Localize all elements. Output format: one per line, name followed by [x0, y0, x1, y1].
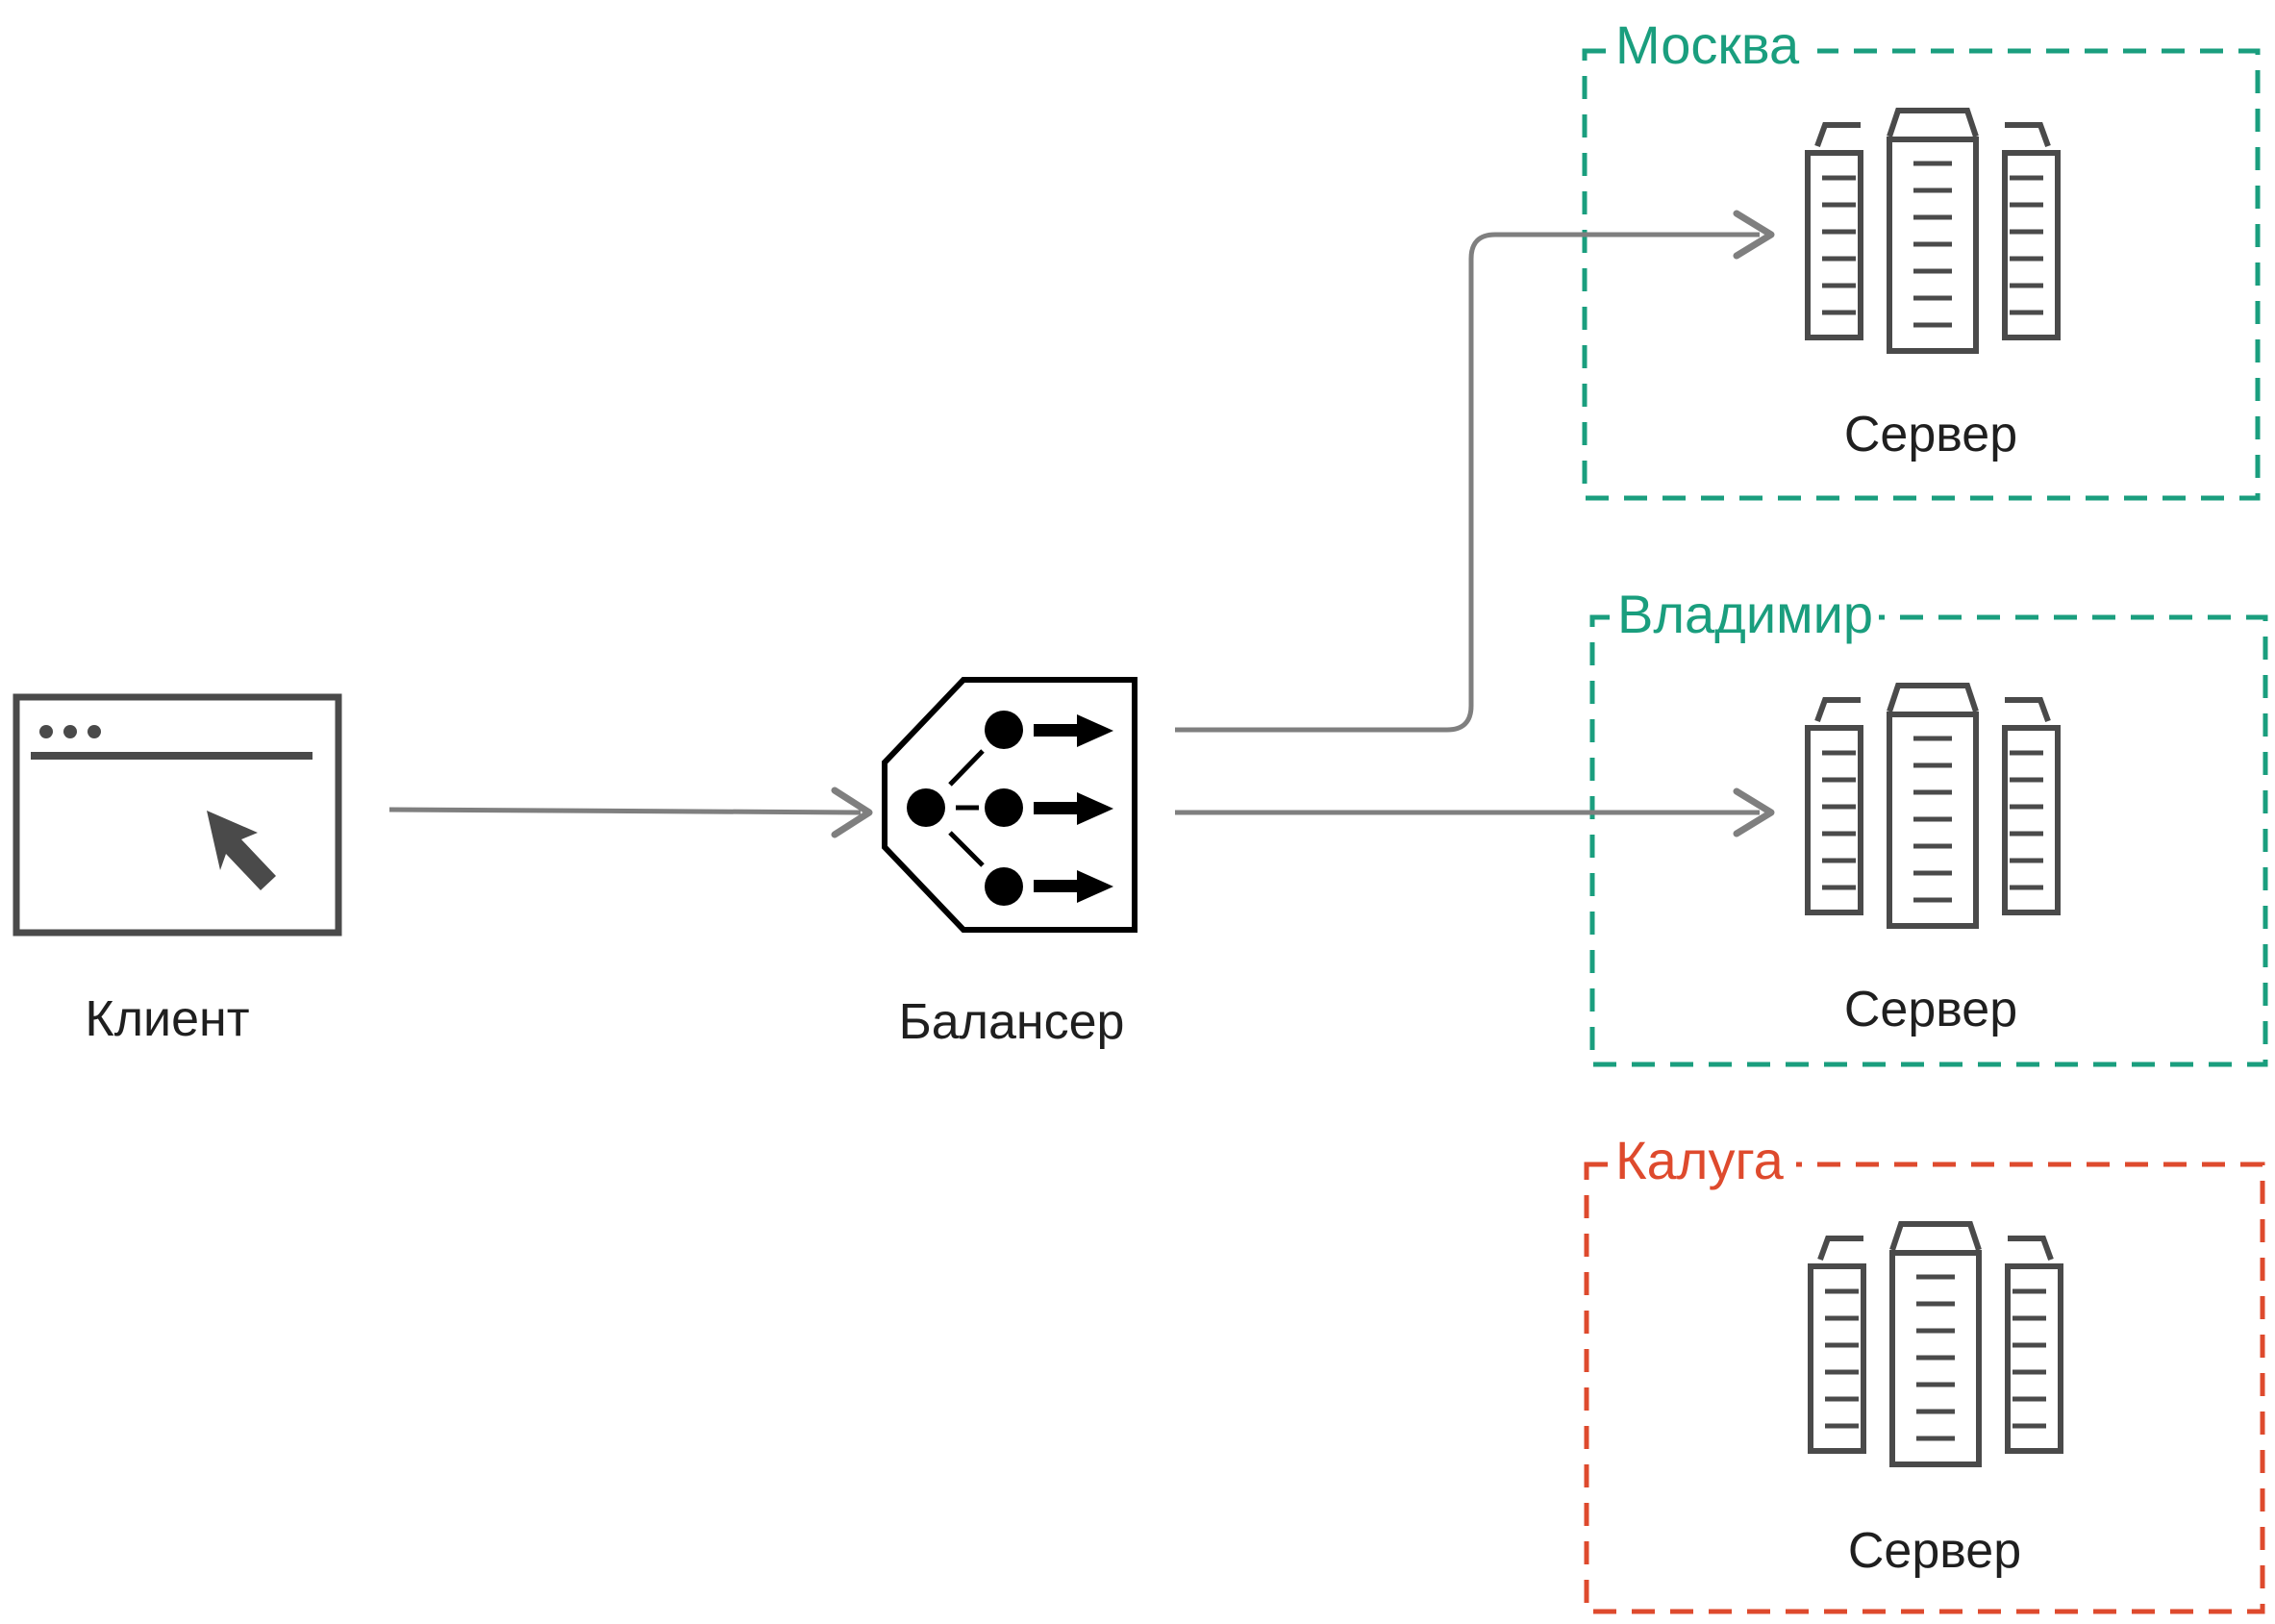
client-node[interactable]: Клиент: [12, 693, 342, 1047]
server-label-vladimir: Сервер: [1844, 982, 2017, 1037]
server-kaluga[interactable]: Сервер: [1811, 1224, 2061, 1579]
region-label-kaluga: Калуга: [1615, 1130, 1785, 1190]
connector-client-balancer: [388, 787, 873, 838]
server-rack-icon: [1808, 686, 2058, 926]
server-rack-icon: [1811, 1224, 2061, 1464]
client-label: Клиент: [85, 991, 249, 1047]
server-label-moscow: Сервер: [1844, 407, 2017, 462]
region-kaluga: Калуга Сервер: [1584, 1130, 2265, 1614]
load-balancer-icon: [882, 677, 1138, 933]
region-vladimir: Владимир Сервер: [1589, 584, 2268, 1067]
server-rack-icon: [1808, 111, 2058, 351]
region-label-moscow: Москва: [1615, 14, 1800, 75]
connector-balancer-moscow: [1175, 210, 1775, 733]
balancer-node[interactable]: Балансер: [882, 677, 1138, 1050]
balancer-label: Балансер: [899, 994, 1125, 1050]
server-vladimir[interactable]: Сервер: [1808, 686, 2058, 1037]
connector-balancer-vladimir: [1175, 787, 1775, 837]
server-moscow[interactable]: Сервер: [1808, 111, 2058, 462]
browser-window-cursor-icon: [12, 693, 342, 937]
server-label-kaluga: Сервер: [1848, 1523, 2021, 1579]
region-moscow: Москва Сервер: [1582, 14, 2261, 501]
region-label-vladimir: Владимир: [1617, 584, 1873, 644]
